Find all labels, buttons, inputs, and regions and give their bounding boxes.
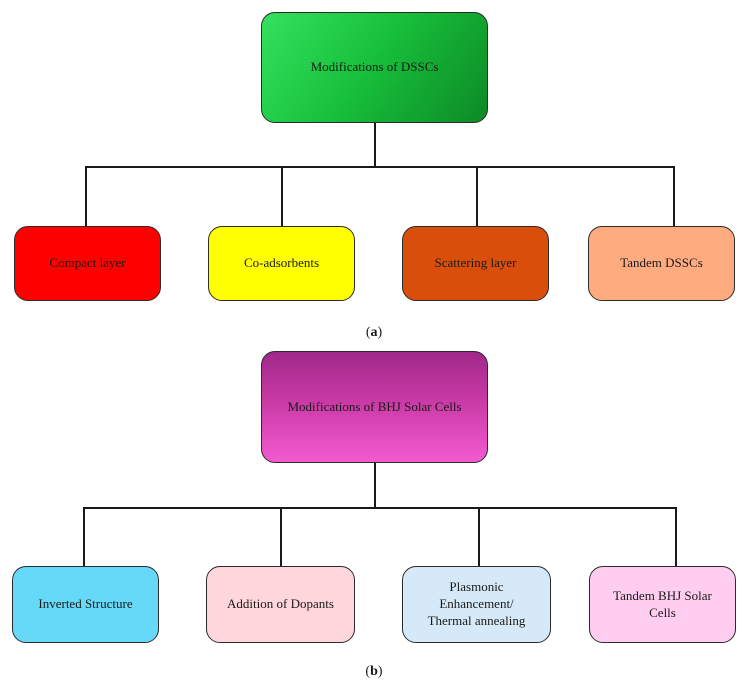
root-node-label: Modifications of BHJ Solar Cells <box>287 398 462 414</box>
child-node-label: Scattering layer <box>434 255 517 271</box>
child-node-label: Tandem DSSCs <box>620 255 703 271</box>
root-node-dsscs: Modifications of DSSCs <box>261 12 488 123</box>
child-node-compact-layer: Compact layer <box>14 226 161 301</box>
child-node-label: Co-adsorbents <box>243 255 320 271</box>
child-node-label: Tandem BHJ Solar Cells <box>613 587 712 620</box>
root-node-label: Modifications of DSSCs <box>310 59 439 75</box>
connector-branch <box>478 507 480 566</box>
connector-branch <box>675 507 677 566</box>
connector-branch <box>673 166 675 226</box>
connector-branch <box>280 507 282 566</box>
root-node-bhj: Modifications of BHJ Solar Cells <box>261 351 488 463</box>
connector-bus <box>85 166 675 168</box>
child-node-label: Plasmonic Enhancement/ Thermal annealing <box>427 579 526 628</box>
connector-branch <box>281 166 283 226</box>
child-node-tandem-bhj: Tandem BHJ Solar Cells <box>589 566 736 643</box>
connector-branch <box>83 507 85 566</box>
caption-a: (a) <box>365 325 383 340</box>
connector-trunk <box>374 463 376 507</box>
child-node-co-adsorbents: Co-adsorbents <box>208 226 355 301</box>
connector-branch <box>85 166 87 226</box>
child-node-tandem-dsscs: Tandem DSSCs <box>588 226 735 301</box>
connector-trunk <box>374 123 376 166</box>
child-node-addition-of-dopants: Addition of Dopants <box>206 566 355 643</box>
caption-b: (b) <box>365 664 383 679</box>
child-node-label: Addition of Dopants <box>227 596 334 612</box>
child-node-scattering-layer: Scattering layer <box>402 226 549 301</box>
child-node-label: Inverted Structure <box>38 596 133 612</box>
connector-bus <box>83 507 676 509</box>
child-node-label: Compact layer <box>49 255 126 271</box>
connector-branch <box>476 166 478 226</box>
child-node-inverted-structure: Inverted Structure <box>12 566 159 643</box>
child-node-plasmonic-thermal: Plasmonic Enhancement/ Thermal annealing <box>402 566 551 643</box>
